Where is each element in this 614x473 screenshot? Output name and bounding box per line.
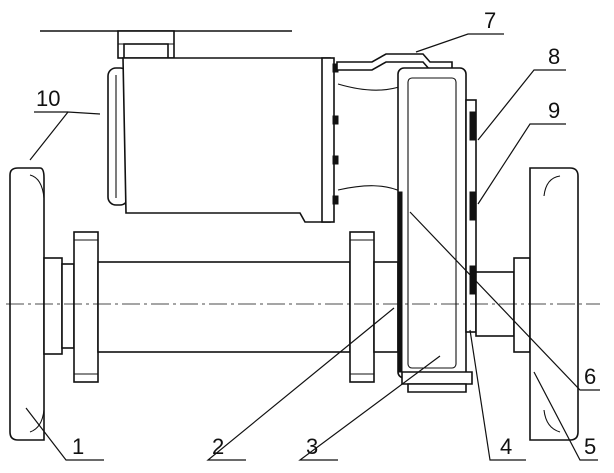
side-plate bbox=[465, 99, 477, 333]
callout-7: 7 bbox=[484, 8, 496, 33]
callout-2: 2 bbox=[212, 434, 224, 459]
callout-9: 9 bbox=[548, 98, 560, 123]
callout-8: 8 bbox=[548, 44, 560, 69]
callout-10: 10 bbox=[36, 86, 60, 111]
callout-6: 6 bbox=[584, 364, 596, 389]
ceiling-mount bbox=[40, 30, 292, 59]
left-wheel bbox=[9, 167, 75, 441]
callout-1: 1 bbox=[72, 434, 84, 459]
callout-5: 5 bbox=[584, 434, 596, 459]
gear-disc bbox=[397, 67, 473, 393]
leader-lines bbox=[25, 33, 600, 461]
axle-shaft bbox=[73, 231, 399, 383]
motor-gear-transition bbox=[337, 83, 403, 193]
motor-housing bbox=[107, 57, 339, 223]
callout-4: 4 bbox=[500, 434, 512, 459]
callouts: 1 2 3 4 5 6 7 8 9 10 bbox=[36, 8, 596, 459]
callout-3: 3 bbox=[306, 434, 318, 459]
